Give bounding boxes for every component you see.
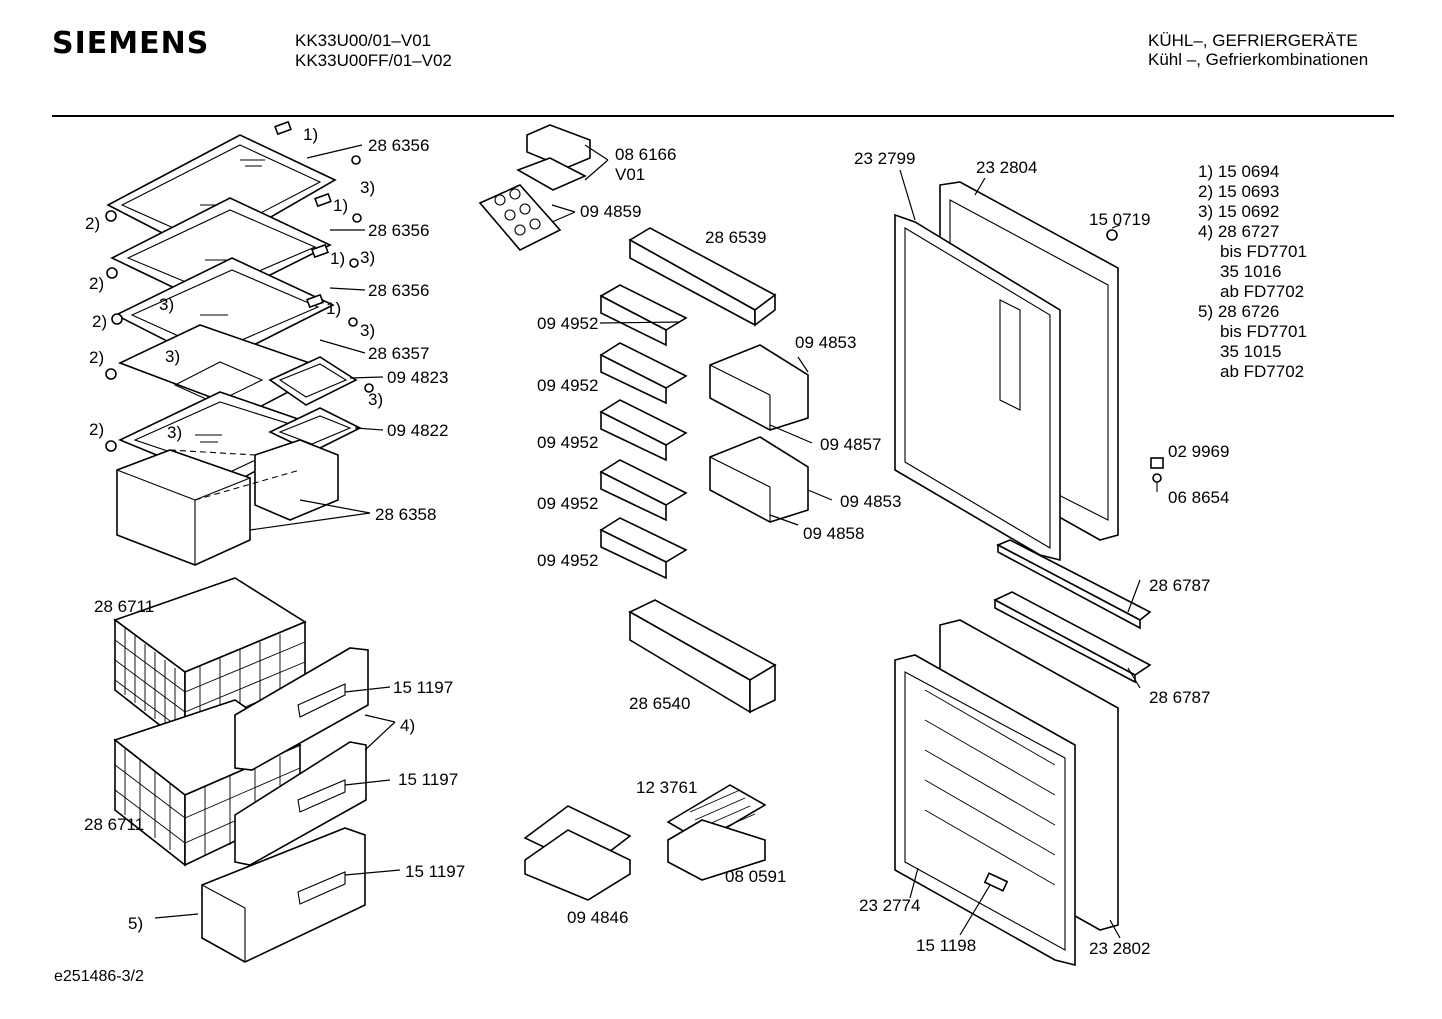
header-divider bbox=[52, 115, 1394, 117]
footnote-line: ab FD7702 bbox=[1220, 362, 1305, 381]
category-title: KÜHL–, GEFRIERGERÄTE Kühl –, Gefrierkomb… bbox=[1148, 31, 1368, 69]
part-label-trim-lower: 28 6787 bbox=[1149, 688, 1210, 707]
footnote-line: bis FD7701 bbox=[1220, 242, 1307, 261]
model-line: KK33U00FF/01–V02 bbox=[295, 51, 452, 70]
upper-door bbox=[894, 181, 1164, 562]
clip-icons bbox=[105, 120, 374, 452]
callout-marker: 2) bbox=[89, 348, 104, 367]
part-label-door-upper: 23 2804 bbox=[976, 158, 1037, 177]
parts-footnotes: 1) 15 0694 2) 15 0693 3) 15 0692 4) 28 6… bbox=[1198, 162, 1307, 382]
part-label-ice-box: 08 0591 bbox=[725, 867, 786, 886]
footnote-line: 4) 28 6727 bbox=[1198, 222, 1280, 241]
brand-logo: SIEMENS bbox=[52, 26, 210, 61]
callout-marker: 4) bbox=[400, 716, 415, 735]
bottle-holders bbox=[709, 344, 809, 523]
part-label-door-shelf-4: 09 4952 bbox=[537, 494, 598, 513]
footnote-line: 3) 15 0692 bbox=[1198, 202, 1280, 221]
part-label-bottle-holder-upper-insert: 09 4857 bbox=[820, 435, 881, 454]
door-shelves bbox=[599, 227, 777, 714]
part-label-basket-upper: 28 6711 bbox=[94, 597, 154, 616]
part-label-butter-variant: V01 bbox=[615, 165, 645, 184]
part-label-screw: 06 8654 bbox=[1168, 488, 1229, 507]
part-label-door-shelf-3: 09 4952 bbox=[537, 433, 598, 452]
callout-marker: 2) bbox=[92, 312, 107, 331]
part-label-shelf-b: 28 6356 bbox=[368, 221, 429, 240]
part-label-door-shelf-2: 09 4952 bbox=[537, 376, 598, 395]
part-label-door-shelf-5: 09 4952 bbox=[537, 551, 598, 570]
ice-tray-and-box bbox=[666, 784, 767, 881]
callout-marker: 5) bbox=[128, 914, 143, 933]
callout-marker: 3) bbox=[165, 347, 180, 366]
footnote-line: 35 1015 bbox=[1220, 342, 1282, 361]
callout-marker: 2) bbox=[85, 214, 100, 233]
drawing-id: e251486-3/2 bbox=[54, 968, 144, 985]
callout-marker: 1) bbox=[303, 125, 318, 144]
callout-marker: 3) bbox=[360, 178, 375, 197]
callout-marker: 1) bbox=[330, 249, 345, 268]
footnote-line: bis FD7701 bbox=[1220, 322, 1307, 341]
part-label-shelf-a: 28 6356 bbox=[368, 136, 429, 155]
lower-door bbox=[894, 619, 1119, 967]
part-label-flap-middle: 15 1197 bbox=[398, 770, 458, 789]
part-label-handle-plate: 15 1198 bbox=[916, 936, 976, 955]
callout-marker: 2) bbox=[89, 420, 104, 439]
callout-marker: 2) bbox=[89, 274, 104, 293]
part-label-butter-box: 08 6166 bbox=[615, 145, 676, 164]
part-label-cap: 02 9969 bbox=[1168, 442, 1229, 461]
butter-box bbox=[516, 124, 591, 191]
leader-lines bbox=[154, 144, 1141, 939]
callout-marker: 3) bbox=[368, 390, 383, 409]
part-label-egg-tray: 09 4859 bbox=[580, 202, 641, 221]
callout-marker: 3) bbox=[167, 423, 182, 442]
footnote-line: 2) 15 0693 bbox=[1198, 182, 1280, 201]
part-label-door-shelf-long-top: 28 6539 bbox=[705, 228, 766, 247]
crisper-drawers bbox=[116, 439, 339, 566]
part-label-flap-lower: 15 1197 bbox=[405, 862, 465, 881]
part-label-ice-tray: 12 3761 bbox=[636, 778, 697, 797]
part-label-door-shelf-1: 09 4952 bbox=[537, 314, 598, 333]
callout-marker: 1) bbox=[326, 299, 341, 318]
part-label-tray-upper: 09 4823 bbox=[387, 368, 448, 387]
footnote-line: ab FD7702 bbox=[1220, 282, 1305, 301]
category-line: Kühl –, Gefrierkombinationen bbox=[1148, 50, 1369, 69]
cold-packs bbox=[523, 805, 632, 901]
part-label-gasket-lower: 23 2774 bbox=[859, 896, 920, 915]
callout-marker: 3) bbox=[360, 321, 375, 340]
part-label-shelf-c: 28 6356 bbox=[368, 281, 429, 300]
model-line: KK33U00/01–V01 bbox=[295, 31, 432, 50]
callout-marker: 3) bbox=[360, 248, 375, 267]
footnote-line: 35 1016 bbox=[1220, 262, 1282, 281]
footnote-line: 5) 28 6726 bbox=[1198, 302, 1280, 321]
part-label-door-shelf-long-bottom: 28 6540 bbox=[629, 694, 690, 713]
part-label-plug: 15 0719 bbox=[1089, 210, 1150, 229]
trim-strips bbox=[993, 539, 1152, 684]
model-numbers: KK33U00/01–V01 KK33U00FF/01–V02 bbox=[295, 31, 452, 71]
part-label-tray-lower: 09 4822 bbox=[387, 421, 448, 440]
part-label-basket-lower: 28 6711 bbox=[84, 815, 144, 834]
part-label-bottle-holder-lower-insert: 09 4858 bbox=[803, 524, 864, 543]
part-label-cold-packs: 09 4846 bbox=[567, 908, 628, 927]
part-label-bottle-holder-upper: 09 4853 bbox=[795, 333, 856, 352]
part-label-gasket-upper: 23 2799 bbox=[854, 149, 915, 168]
part-label-bottle-holder-lower: 09 4853 bbox=[840, 492, 901, 511]
egg-tray bbox=[478, 184, 562, 251]
part-label-trim-upper: 28 6787 bbox=[1149, 576, 1210, 595]
shelf-stack bbox=[106, 134, 362, 486]
drawer-flaps bbox=[201, 647, 369, 963]
callout-marker: 1) bbox=[333, 196, 348, 215]
part-label-door-lower: 23 2802 bbox=[1089, 939, 1150, 958]
callout-marker: 3) bbox=[159, 295, 174, 314]
part-label-shelf-d: 28 6357 bbox=[368, 344, 429, 363]
part-label-crisper: 28 6358 bbox=[375, 505, 436, 524]
footnote-line: 1) 15 0694 bbox=[1198, 162, 1280, 181]
part-labels: 28 6356 28 6356 28 6356 28 6357 09 4823 … bbox=[84, 125, 1229, 958]
category-line: KÜHL–, GEFRIERGERÄTE bbox=[1148, 31, 1358, 50]
part-label-flap-upper: 15 1197 bbox=[393, 678, 453, 697]
